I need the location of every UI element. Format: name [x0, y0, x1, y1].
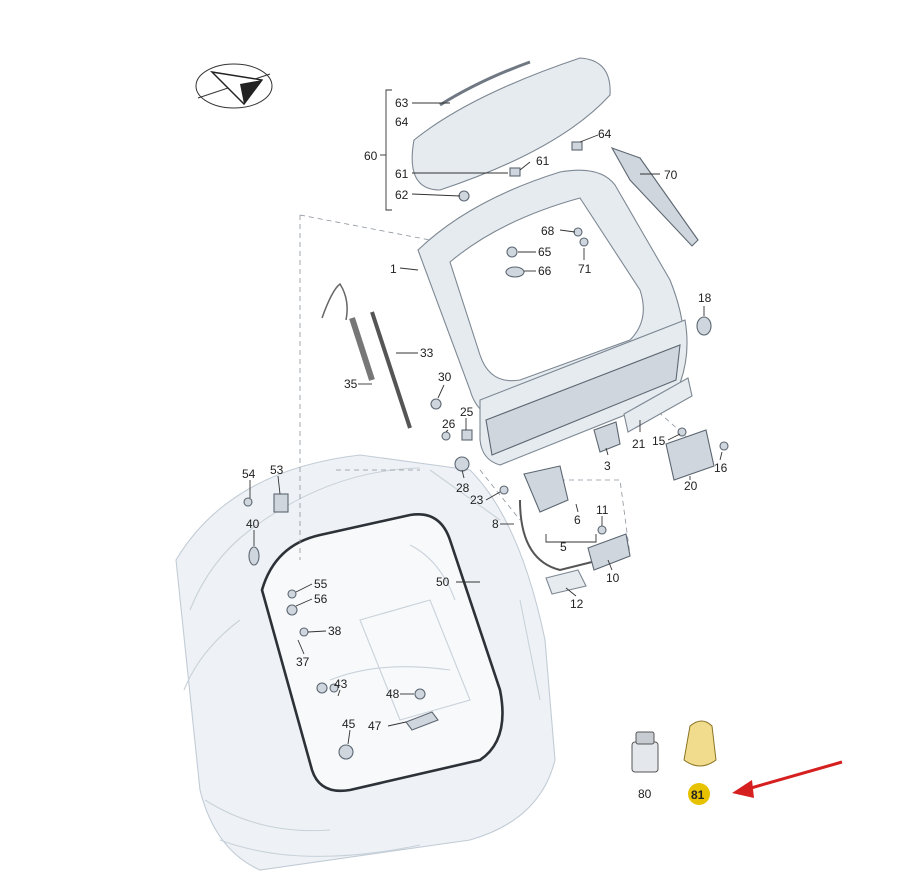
label-37: 37 [296, 655, 310, 669]
label-65: 65 [538, 245, 552, 259]
label-10: 10 [606, 571, 620, 585]
rear-window-glass [411, 57, 611, 191]
label-1: 1 [390, 262, 397, 276]
label-64: 64 [395, 115, 409, 129]
label-48: 48 [386, 687, 400, 701]
label-26: 26 [442, 417, 456, 431]
label-62: 62 [395, 188, 409, 202]
label-25: 25 [460, 405, 474, 419]
label-61: 61 [395, 167, 409, 181]
label-18: 18 [698, 291, 712, 305]
label-43: 43 [334, 677, 348, 691]
label-12: 12 [570, 597, 584, 611]
label-5: 5 [560, 540, 567, 554]
orientation-arrow-icon [195, 63, 273, 109]
label-15: 15 [652, 434, 666, 448]
label-23: 23 [470, 493, 484, 507]
label-53: 53 [270, 463, 284, 477]
plate-cover-21 [623, 377, 693, 433]
plate-holder-20 [665, 429, 715, 481]
label-55: 55 [314, 577, 328, 591]
label-66: 66 [538, 264, 552, 278]
label-80: 80 [638, 787, 652, 801]
label-45: 45 [342, 717, 356, 731]
lock-assembly [519, 421, 631, 595]
label-81: 81 [691, 788, 705, 802]
label-50: 50 [436, 575, 450, 589]
paint-can-80 [631, 731, 659, 773]
pointer-arrow-icon [732, 760, 843, 798]
tailgate-frame [417, 169, 688, 466]
fasteners [243, 141, 729, 760]
label-70: 70 [664, 168, 678, 182]
spoiler-strip [610, 146, 699, 247]
label-33: 33 [420, 346, 434, 360]
label-64-b: 64 [598, 127, 612, 141]
label-56: 56 [314, 592, 328, 606]
label-6: 6 [574, 513, 581, 527]
label-63: 63 [395, 96, 409, 110]
tape-roll-81 [683, 720, 717, 767]
label-30: 30 [438, 370, 452, 384]
label-35: 35 [344, 377, 358, 391]
leader-lines [249, 89, 723, 745]
label-28: 28 [456, 481, 470, 495]
part-number-labels: 63 64 60 61 62 64 61 70 1 68 65 66 71 18… [242, 96, 728, 801]
label-68: 68 [541, 224, 555, 238]
label-71: 71 [578, 262, 592, 276]
gas-struts [321, 282, 412, 429]
car-body-outline [175, 454, 556, 871]
label-21: 21 [632, 437, 646, 451]
label-20: 20 [684, 479, 698, 493]
label-60: 60 [364, 149, 378, 163]
label-40: 40 [246, 517, 260, 531]
label-54: 54 [242, 467, 256, 481]
label-16: 16 [714, 461, 728, 475]
label-11: 11 [596, 503, 609, 517]
label-61-b: 61 [536, 154, 550, 168]
label-38: 38 [328, 624, 342, 638]
label-47: 47 [368, 719, 382, 733]
label-8: 8 [492, 517, 499, 531]
highlight-badge-81: 81 [688, 783, 710, 805]
label-3: 3 [604, 459, 611, 473]
emblem-18 [696, 316, 712, 336]
